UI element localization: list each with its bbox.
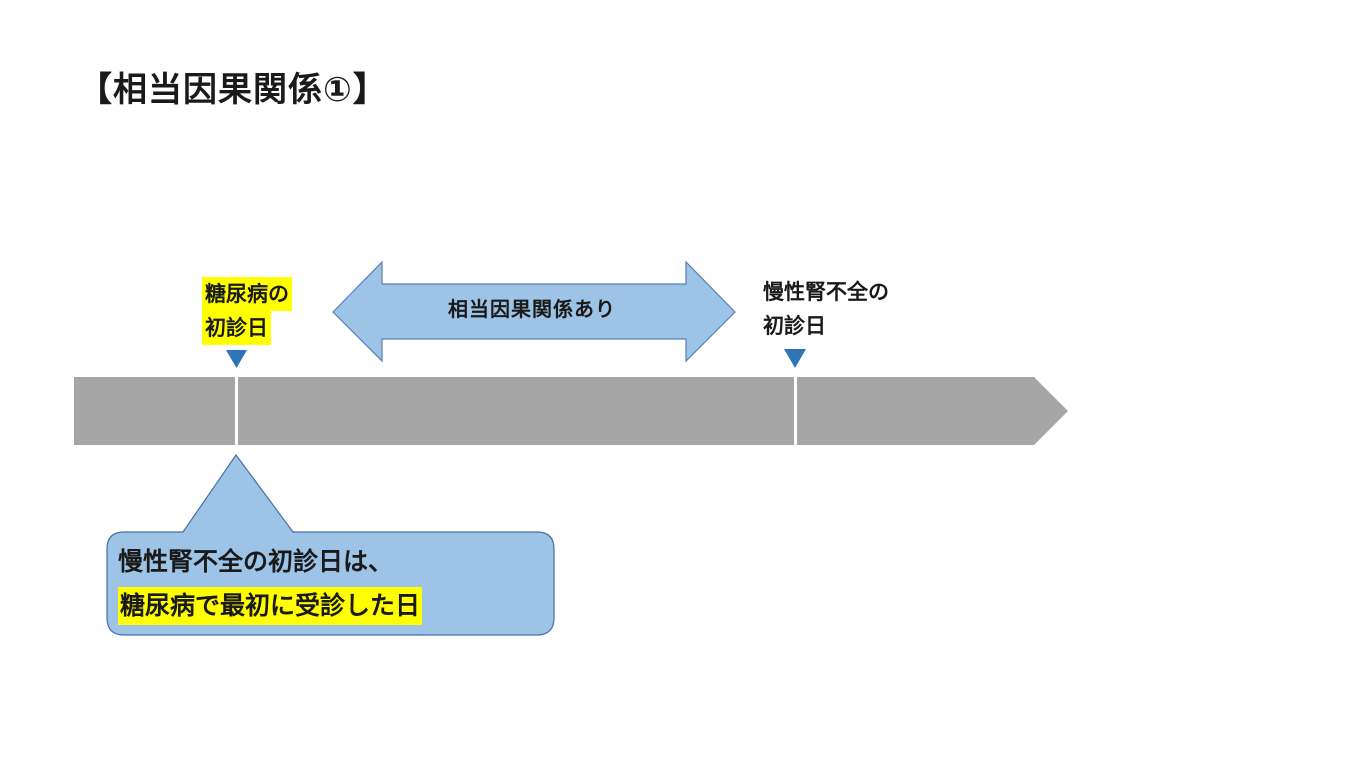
end-label-line1: 慢性腎不全の — [763, 280, 889, 304]
start-label-line2: 初診日 — [202, 311, 271, 345]
end-marker-icon — [784, 349, 806, 368]
start-marker-icon — [226, 350, 247, 368]
double-arrow-icon — [332, 260, 736, 363]
callout-line2: 糖尿病で最初に受診した日 — [118, 587, 423, 625]
callout-text: 慢性腎不全の初診日は、 糖尿病で最初に受診した日 — [118, 540, 423, 628]
page-title: 【相当因果関係①】 — [78, 70, 388, 110]
end-date-label: 慢性腎不全の 初診日 — [763, 275, 889, 343]
timeline-bar — [74, 377, 1068, 445]
end-label-line2: 初診日 — [763, 314, 826, 338]
callout-line1: 慢性腎不全の初診日は、 — [118, 547, 394, 576]
start-label-line1: 糖尿病の — [202, 277, 292, 311]
arrow-label: 相当因果関係あり — [448, 297, 616, 321]
start-date-label: 糖尿病の 初診日 — [202, 277, 292, 345]
